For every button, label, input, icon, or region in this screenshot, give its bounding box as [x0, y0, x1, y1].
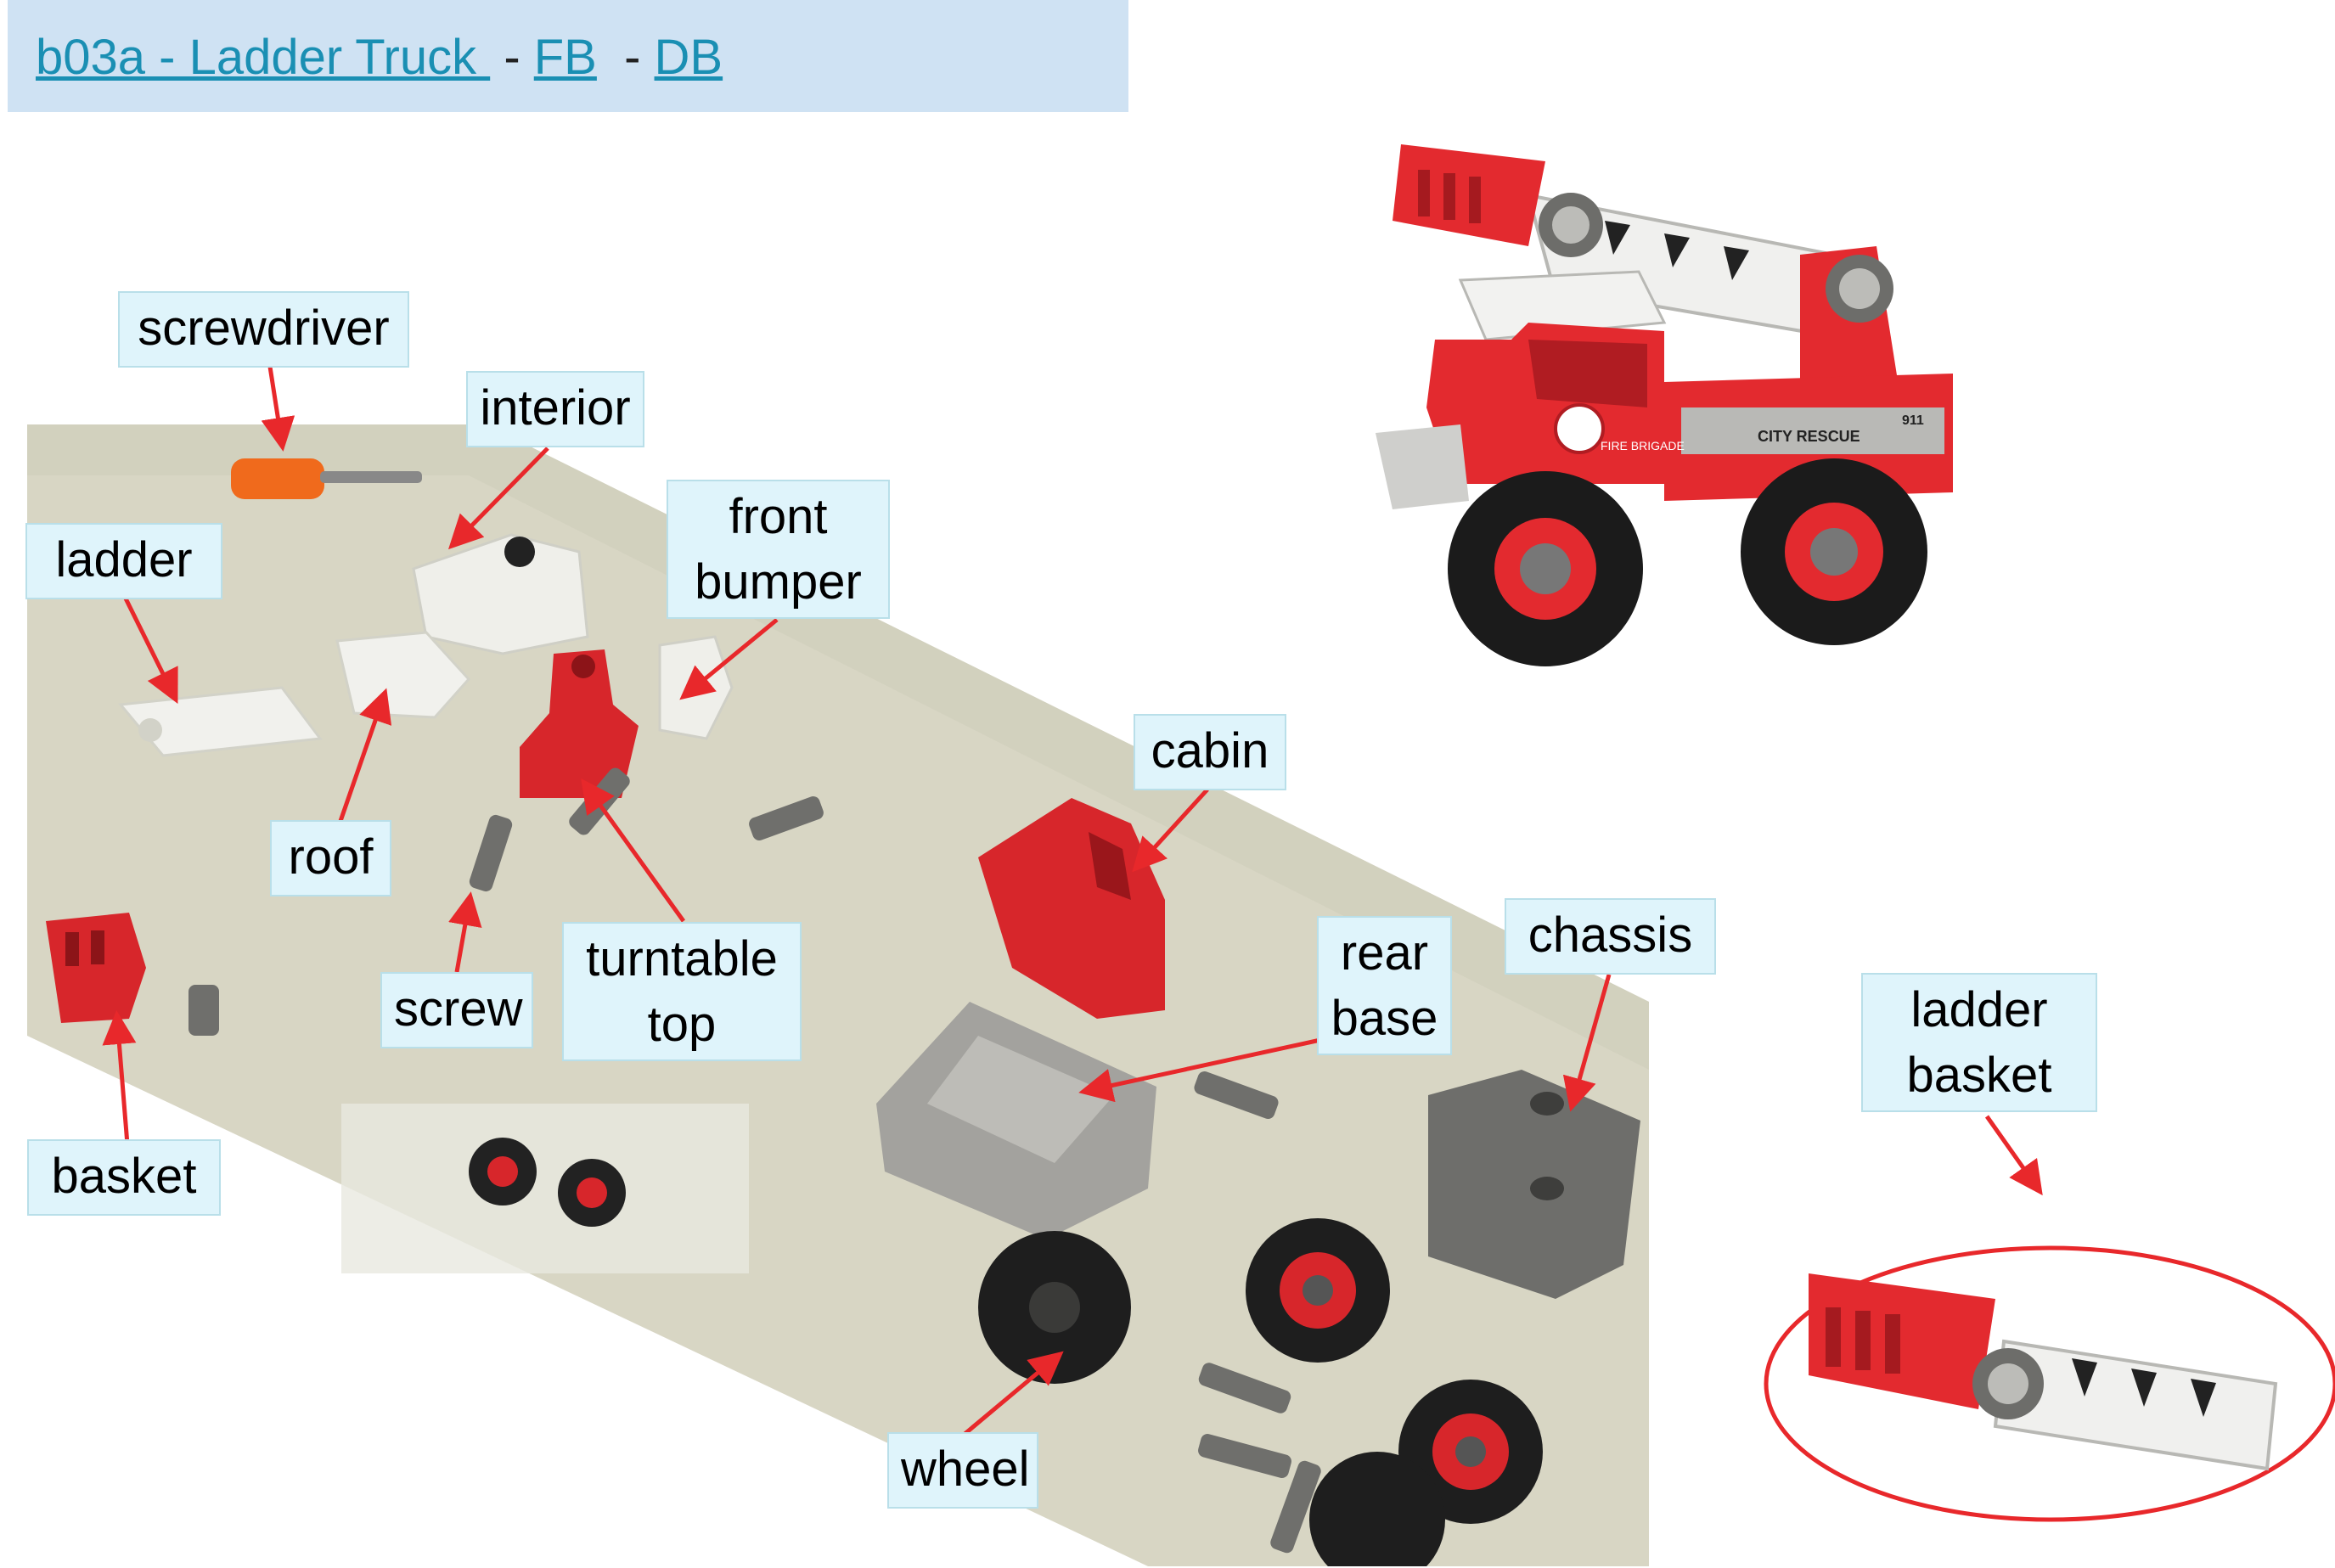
- label-text: ladder: [55, 532, 193, 587]
- header-bar: b03a - Ladder Truck - FB - DB: [8, 0, 1128, 112]
- label-text: ladder: [1910, 982, 2048, 1037]
- instruction-sheet: [341, 1104, 749, 1273]
- label-screw: screw: [380, 972, 533, 1048]
- fire-brigade-text: FIRE BRIGADE: [1601, 439, 1685, 452]
- screwdriver-part: [231, 458, 422, 499]
- ladder-part: [118, 686, 323, 757]
- separator: -: [490, 30, 534, 85]
- label-text: interior: [480, 380, 631, 436]
- cabin-roof: [1458, 270, 1667, 341]
- label-screwdriver: screwdriver: [118, 291, 409, 368]
- header-links: b03a - Ladder Truck - FB - DB: [36, 29, 723, 86]
- fb-link[interactable]: FB: [533, 30, 597, 85]
- label-roof: roof: [270, 820, 391, 896]
- title-link[interactable]: b03a - Ladder Truck: [36, 30, 491, 85]
- label-text: roof: [288, 829, 374, 885]
- city-rescue-text: CITY RESCUE: [1758, 428, 1860, 445]
- highlight-ellipse: [1764, 1245, 2335, 1522]
- label-basket: basket: [27, 1139, 221, 1216]
- assembled-truck-image: CITY RESCUE 911 FIRE BRIGADE: [1359, 127, 1961, 688]
- label-text: cabin: [1151, 723, 1269, 778]
- label-front-bumper: front bumper: [667, 480, 890, 619]
- label-ladder: ladder: [25, 523, 222, 599]
- label-ladder-basket: ladder basket: [1861, 973, 2097, 1112]
- label-text: screw: [394, 981, 523, 1037]
- ladder-basket: [1393, 144, 1603, 257]
- ladder-basket-drawing: [1764, 1245, 2335, 1522]
- callout-basket: [1809, 1273, 1995, 1409]
- label-text: turntable: [586, 931, 778, 986]
- label-text: screwdriver: [138, 301, 390, 356]
- label-turntable-top: turntable top: [562, 922, 802, 1061]
- callout-ladder: [1993, 1339, 2278, 1471]
- cabin-part: [978, 798, 1165, 1019]
- label-text: base: [1331, 990, 1438, 1046]
- db-link[interactable]: DB: [654, 30, 723, 85]
- wheel-parts: [978, 1218, 1543, 1566]
- label-text: front: [729, 489, 828, 544]
- basket-part: [46, 913, 146, 1023]
- turntable-top-part: [520, 649, 639, 798]
- number-911-text: 911: [1902, 413, 1924, 428]
- chassis-part: [1428, 1070, 1640, 1299]
- callout-ladder-triangles: [2072, 1358, 2216, 1417]
- truck-front-bumper: [1376, 424, 1469, 509]
- label-interior: interior: [466, 371, 644, 447]
- label-text: rear: [1340, 925, 1429, 981]
- label-cabin: cabin: [1134, 714, 1286, 790]
- label-text: wheel: [901, 1442, 1030, 1497]
- label-text: chassis: [1528, 908, 1693, 963]
- arrow-ladder-basket: [1984, 1115, 2043, 1196]
- ladder-triangles: [1605, 221, 1749, 280]
- label-rear-base: rear base: [1317, 916, 1452, 1055]
- separator: -: [596, 30, 655, 85]
- label-text: top: [647, 996, 717, 1052]
- label-chassis: chassis: [1505, 898, 1716, 975]
- label-text: basket: [1906, 1047, 2052, 1103]
- label-text: bumper: [695, 554, 862, 610]
- label-text: basket: [51, 1149, 197, 1204]
- label-wheel: wheel: [887, 1432, 1038, 1509]
- truck-drawing: CITY RESCUE 911 FIRE BRIGADE: [1376, 144, 1953, 666]
- ladder-basket-callout: [1749, 1189, 2335, 1528]
- windshield: [1528, 340, 1647, 407]
